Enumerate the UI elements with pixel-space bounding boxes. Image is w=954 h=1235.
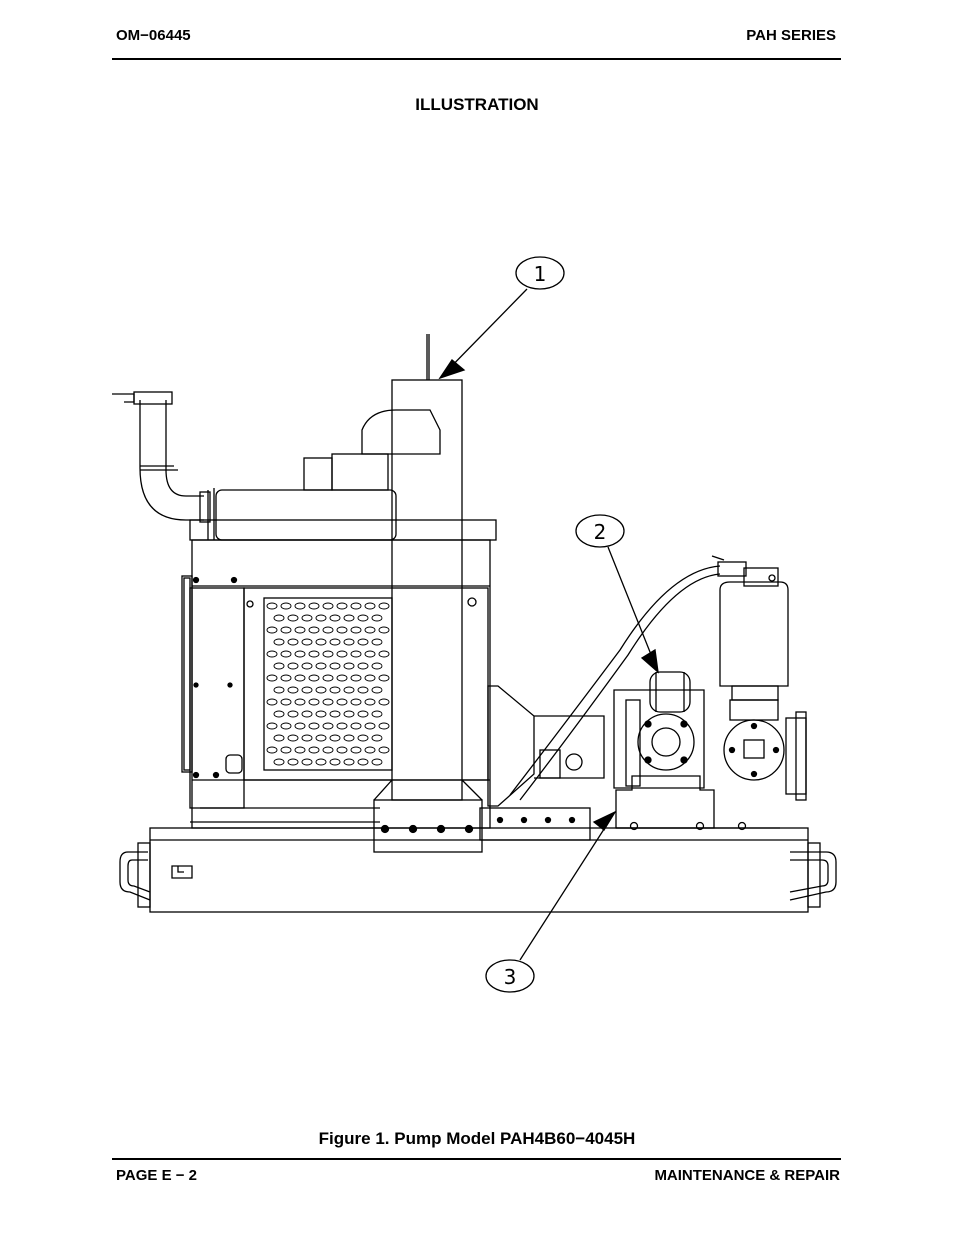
priming-line xyxy=(509,555,747,801)
callout-2-label: 2 xyxy=(594,520,607,544)
section-name: MAINTENANCE & REPAIR xyxy=(654,1167,840,1184)
discharge-flange xyxy=(723,699,807,801)
footer-rule xyxy=(112,1158,841,1160)
lifting-handle-left xyxy=(119,851,151,901)
callout-1-label: 1 xyxy=(534,262,547,286)
section-title: ILLUSTRATION xyxy=(415,95,539,114)
header-rule xyxy=(112,58,841,60)
lifting-handle-right xyxy=(789,851,837,901)
base-skid xyxy=(137,827,821,913)
radiator-grille xyxy=(266,602,390,766)
page-number: PAGE E − 2 xyxy=(116,1167,198,1184)
vertical-frame-column xyxy=(373,334,483,853)
callout-1: 1 xyxy=(438,256,565,380)
pump-support-bracket xyxy=(615,775,780,831)
engine-top xyxy=(112,391,497,541)
pump-body xyxy=(613,671,705,789)
priming-chamber xyxy=(719,567,789,701)
engine-block xyxy=(181,539,491,829)
callout-3: 3 xyxy=(485,810,617,993)
document-number: OM−06445 xyxy=(116,27,191,44)
figure-caption: Figure 1. Pump Model PAH4B60−4045H xyxy=(318,1129,636,1148)
series-name: PAH SERIES xyxy=(746,27,836,44)
bell-housing xyxy=(479,685,605,841)
callout-2: 2 xyxy=(575,514,659,674)
callout-3-label: 3 xyxy=(504,965,517,989)
